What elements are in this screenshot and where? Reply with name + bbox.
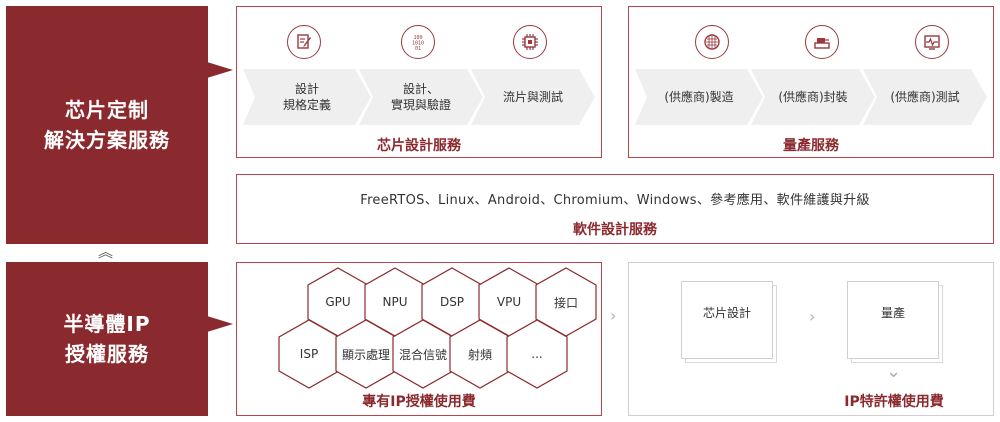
hex-mixed-signal: 混合信號 <box>392 319 454 389</box>
hex-gpu-label: GPU <box>325 295 351 309</box>
doc-chip-design-label: 芯片設計 <box>702 306 751 320</box>
hex-isp: ISP <box>278 319 340 389</box>
ip-license-pointer <box>207 316 233 332</box>
hex-vpu: VPU <box>478 267 540 337</box>
svg-text:100: 100 <box>413 35 422 41</box>
doc-chip-design: 芯片設計 <box>681 281 773 359</box>
hex-npu: NPU <box>364 267 426 337</box>
production-title: 量產服務 <box>783 138 839 154</box>
hex-npu-label: NPU <box>382 295 408 309</box>
chip-step-spec: 設計規格定義 <box>243 69 371 125</box>
production-panel: (供應商)製造 (供應商)封裝 (供應商)測試 量產服務 <box>628 6 994 158</box>
hex-dsp-label: DSP <box>439 295 465 309</box>
chip-solution-label-line2: 解決方案服務 <box>44 128 170 152</box>
ip-hex-title: 專有IP授權使用費 <box>362 394 476 410</box>
chip-design-title: 芯片設計服務 <box>377 138 461 154</box>
test-monitor-icon <box>915 25 949 59</box>
ip-hex-panel: GPU NPU DSP VPU 接口 ISP 顯示處理 混合信號 射頻 ... … <box>236 262 602 416</box>
svg-text:01: 01 <box>415 46 421 52</box>
hex-more: ... <box>506 319 568 389</box>
software-title: 軟件設計服務 <box>573 222 657 238</box>
hex-rf-label: 射頻 <box>467 347 492 362</box>
ip-license-label-line2: 授權服務 <box>64 342 149 366</box>
hex-interface-label: 接口 <box>553 295 578 310</box>
hex-vpu-label: VPU <box>496 295 522 309</box>
production-step-fab: (供應商)製造 <box>635 69 763 125</box>
ip-license-label-line1: 半導體IP <box>63 312 151 336</box>
software-panel: FreeRTOS、Linux、Android、Chromium、Windows、… <box>236 174 994 244</box>
chip-step-spec-line2: 規格定義 <box>282 98 331 112</box>
hex-isp-label: ISP <box>299 347 319 361</box>
production-step-package-label: (供應商)封裝 <box>778 90 848 104</box>
chip-step-implement-line1: 設計、 <box>402 82 439 96</box>
double-up-arrow-icon: ︽ <box>98 243 114 261</box>
chip-step-implement: 設計、實現與驗證 <box>359 69 483 125</box>
hex-more-label: ... <box>531 347 543 361</box>
chip-step-implement-line2: 實現與驗證 <box>390 98 451 112</box>
doc-mass-production: 量產 <box>847 281 939 359</box>
packaging-icon <box>805 25 839 59</box>
chevron-down-icon: ⌄ <box>886 361 902 382</box>
svg-text:1010: 1010 <box>412 41 424 47</box>
software-list-text: FreeRTOS、Linux、Android、Chromium、Windows、… <box>360 193 870 208</box>
wafer-icon <box>695 25 729 59</box>
ip-royalty-panel: 芯片設計 › 量產 ⌄ IP特許權使用費 <box>628 262 994 416</box>
hex-display-label: 顯示處理 <box>341 347 390 362</box>
chip-solution-label-box: 芯片定制 解決方案服務 <box>6 6 208 244</box>
production-step-test: (供應商)測試 <box>863 69 987 125</box>
hex-dsp: DSP <box>421 267 483 337</box>
doc-mass-production-label: 量產 <box>880 306 905 320</box>
chip-step-spec-line1: 設計 <box>294 82 319 96</box>
production-step-test-label: (供應商)測試 <box>890 90 960 104</box>
hex-display: 顯示處理 <box>335 319 397 389</box>
chip-step-tapeout: 流片與測試 <box>471 69 595 125</box>
ip-license-label-box: 半導體IP 授權服務 <box>6 262 208 416</box>
chevron-right-icon: › <box>610 306 617 325</box>
chevron-right-icon-2: › <box>809 307 816 326</box>
chip-step-tapeout-line1: 流片與測試 <box>502 90 563 104</box>
hex-mixed-signal-label: 混合信號 <box>398 347 447 362</box>
chip-icon <box>513 25 547 59</box>
spec-edit-icon <box>287 25 321 59</box>
chip-solution-label-line1: 芯片定制 <box>65 98 149 122</box>
production-step-fab-label: (供應商)製造 <box>664 90 734 104</box>
hex-rf: 射頻 <box>449 319 511 389</box>
chip-solution-pointer <box>207 62 233 78</box>
production-step-package: (供應商)封裝 <box>751 69 875 125</box>
ip-royalty-title: IP特許權使用費 <box>844 394 944 410</box>
